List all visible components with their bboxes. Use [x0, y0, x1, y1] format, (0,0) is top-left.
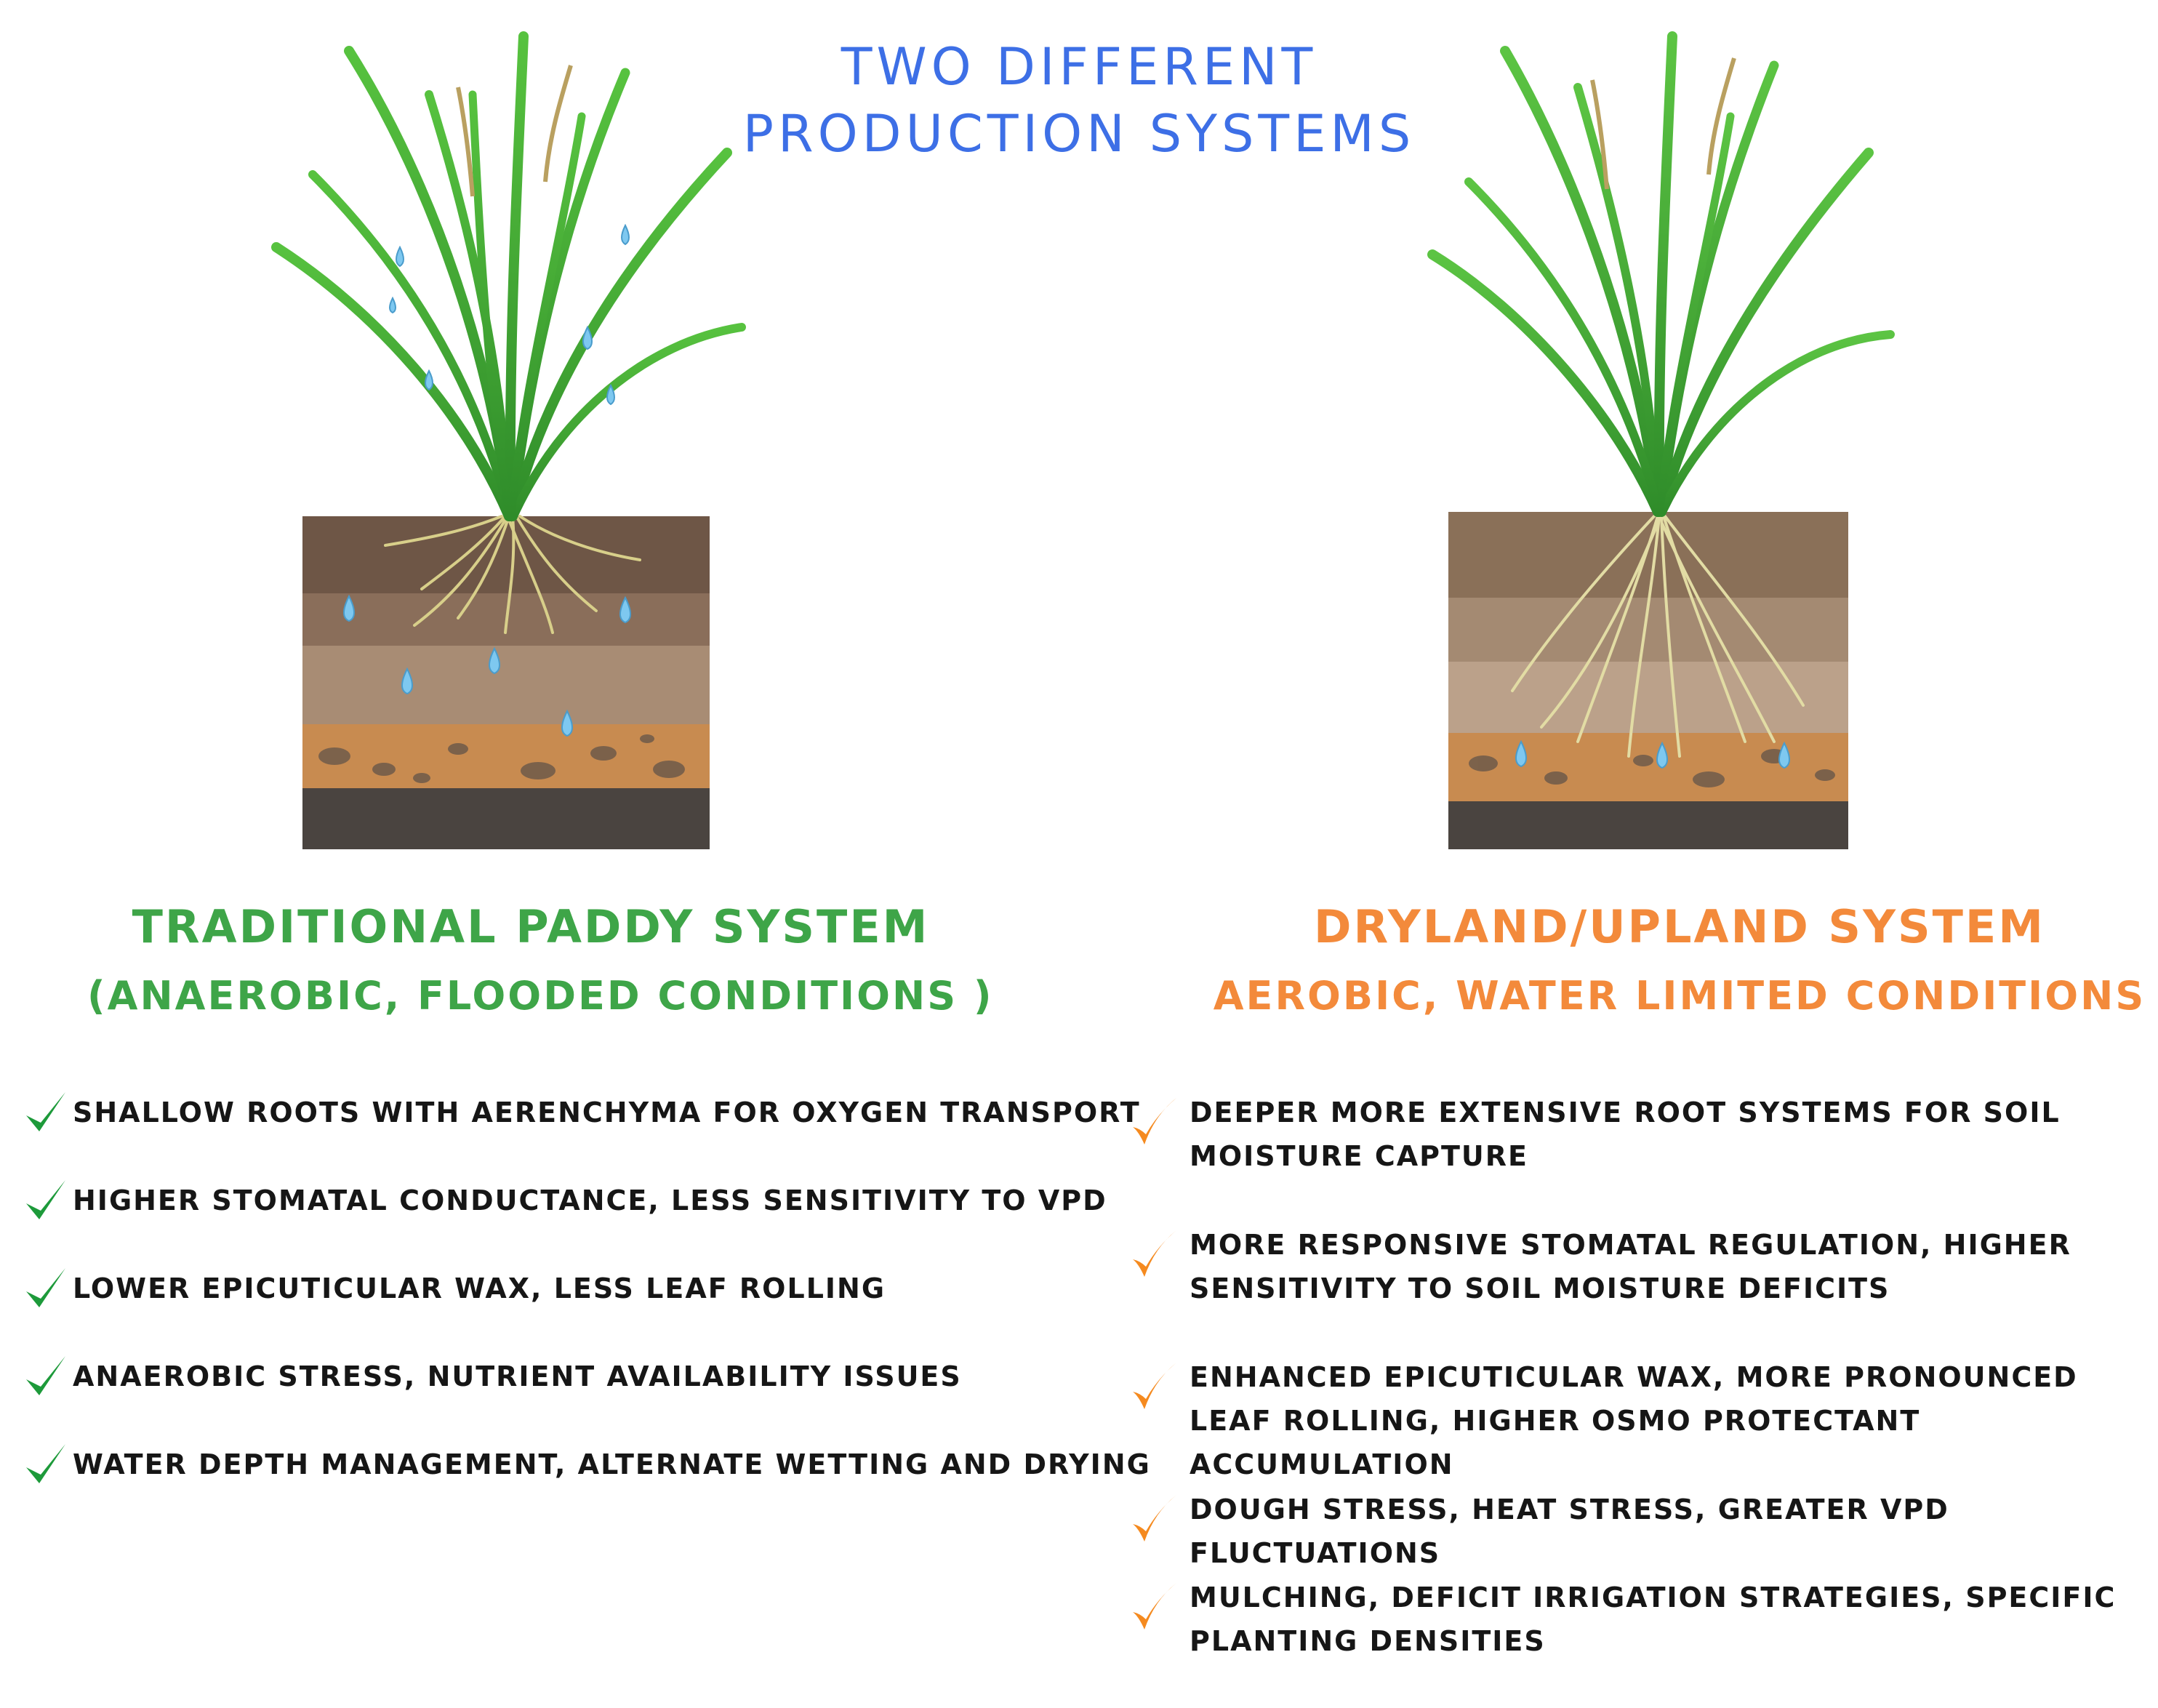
orange-checkmark-icon — [1133, 1495, 1176, 1541]
dryland-leaves — [1427, 31, 1895, 517]
paddy-list-item: HIGHER STOMATAL CONDUCTANCE, LESS SENSIT… — [23, 1179, 1106, 1267]
paddy-panicles — [456, 65, 573, 197]
main-title: TWO DIFFERENT PRODUCTION SYSTEMS — [715, 33, 1443, 167]
orange-checkmark-icon — [1133, 1583, 1176, 1629]
paddy-water-drops — [343, 223, 631, 737]
orange-checkmark-icon — [1133, 1363, 1176, 1409]
paddy-system-subtitle: (ANAEROBIC, FLOODED CONDITIONS ) — [87, 973, 994, 1019]
paddy-rice-plant-illustration — [271, 31, 746, 849]
orange-checkmark-icon — [1133, 1230, 1176, 1277]
paddy-leaves — [271, 31, 746, 521]
dryland-list-item: DEEPER MORE EXTENSIVE ROOT SYSTEMS FOR S… — [1128, 1091, 2154, 1223]
paddy-list-item: SHALLOW ROOTS WITH AERENCHYMA FOR OXYGEN… — [23, 1091, 1139, 1179]
main-title-line-1: TWO DIFFERENT — [841, 37, 1317, 97]
dryland-characteristics-list: DEEPER MORE EXTENSIVE ROOT SYSTEMS FOR S… — [1128, 1091, 2154, 1708]
orange-checkmark-icon — [1133, 1098, 1176, 1144]
green-checkmark-icon — [26, 1444, 65, 1483]
main-title-line-2: PRODUCTION SYSTEMS — [742, 104, 1416, 164]
dryland-list-item: MORE RESPONSIVE STOMATAL REGULATION, HIG… — [1128, 1223, 2154, 1355]
paddy-system-title: TRADITIONAL PADDY SYSTEM — [132, 900, 930, 953]
paddy-list-item: WATER DEPTH MANAGEMENT, ALTERNATE WETTIN… — [23, 1443, 1150, 1531]
dryland-system-title: DRYLAND/UPLAND SYSTEM — [1314, 900, 2045, 953]
dryland-rice-plant-illustration — [1427, 31, 1895, 849]
green-checkmark-icon — [26, 1092, 65, 1131]
paddy-soil-block — [302, 516, 710, 849]
green-checkmark-icon — [26, 1268, 65, 1307]
dryland-deep-roots — [1511, 515, 1805, 758]
green-checkmark-icon — [26, 1356, 65, 1395]
paddy-characteristics-list: SHALLOW ROOTS WITH AERENCHYMA FOR OXYGEN… — [23, 1091, 1150, 1531]
paddy-shallow-roots — [384, 515, 641, 634]
paddy-list-item: ANAEROBIC STRESS, NUTRIENT AVAILABILITY … — [23, 1355, 1041, 1443]
paddy-list-item: LOWER EPICUTICULAR WAX, LESS LEAF ROLLIN… — [23, 1267, 1041, 1355]
dryland-list-item: MULCHING, DEFICIT IRRIGATION STRATEGIES,… — [1128, 1576, 2154, 1708]
dryland-list-item: ENHANCED EPICUTICULAR WAX, MORE PRONOUNC… — [1128, 1355, 2154, 1488]
dryland-water-drops — [1515, 739, 1790, 769]
dryland-system-subtitle: AEROBIC, WATER LIMITED CONDITIONS — [1213, 973, 2146, 1019]
green-checkmark-icon — [26, 1180, 65, 1219]
dryland-list-item: DOUGH STRESS, HEAT STRESS, GREATER VPD F… — [1128, 1488, 2154, 1576]
dryland-panicles — [1590, 57, 1736, 190]
